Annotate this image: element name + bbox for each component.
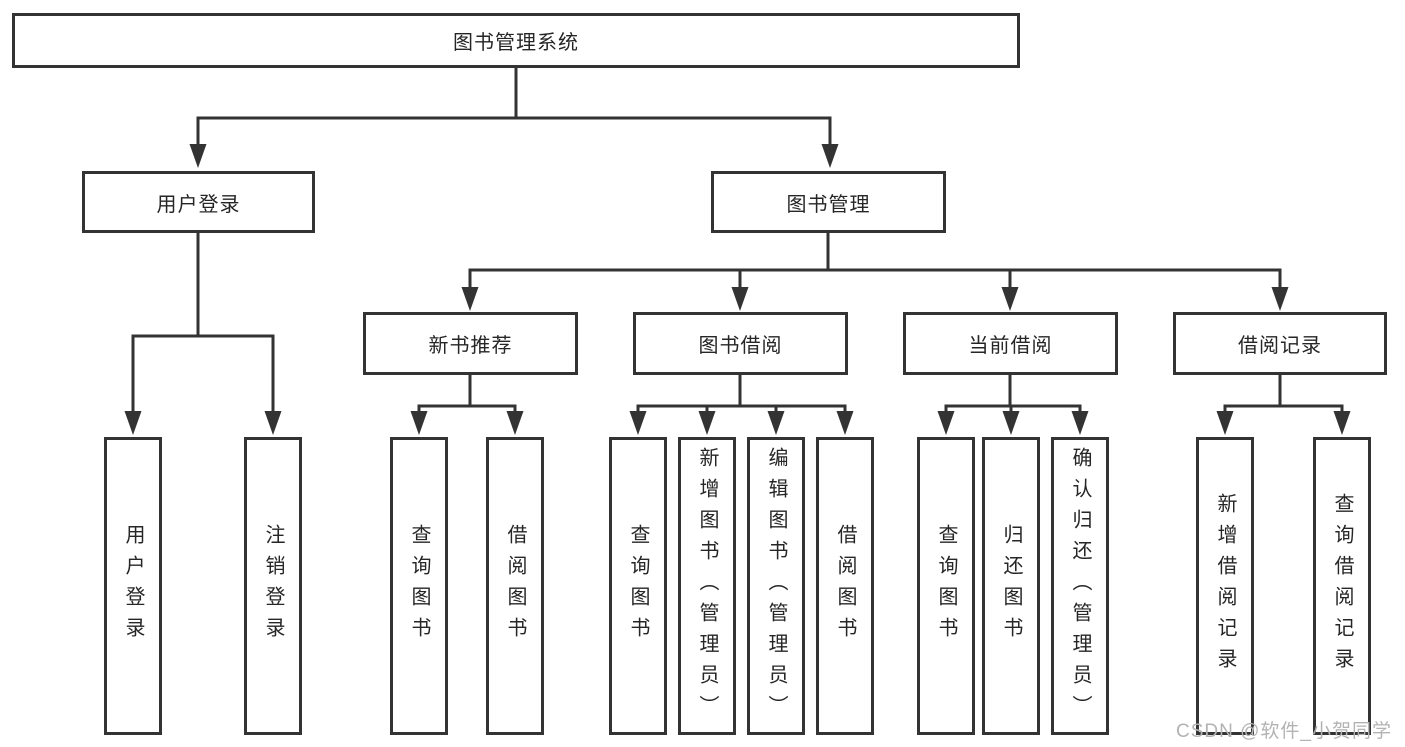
leaf-add-book-admin-label: 新增图书（管理员） (696, 446, 718, 726)
leaf-return-book: 归还图书 (982, 437, 1040, 735)
leaf-borrow-book-label: 借阅图书 (834, 524, 856, 648)
leaf-search-book-current: 查询图书 (917, 437, 975, 735)
arrow-down-icon (1271, 287, 1289, 311)
node-root-label: 图书管理系统 (453, 32, 579, 54)
leaf-add-book-admin: 新增图书（管理员） (678, 437, 736, 735)
node-current-borrowing-label: 当前借阅 (968, 335, 1053, 357)
leaf-logout: 注销登录 (244, 437, 302, 735)
leaf-edit-book-admin: 编辑图书（管理员） (747, 437, 805, 735)
node-book-borrowing-label: 图书借阅 (698, 335, 783, 357)
csdn-watermark: CSDN @软件_小贺同学 (1176, 721, 1392, 742)
arrow-down-icon (189, 144, 207, 168)
arrow-down-icon (731, 287, 749, 311)
leaf-user-login: 用户登录 (104, 437, 162, 735)
arrow-down-icon (821, 144, 839, 168)
connector-user-login-to-leaves (131, 233, 275, 413)
arrow-down-icon (1216, 411, 1234, 435)
arrowheads (124, 144, 1351, 435)
leaf-add-borrow-record: 新增借阅记录 (1196, 437, 1254, 735)
node-book-management: 图书管理 (711, 171, 946, 233)
connector-new-book-to-leaves (417, 375, 517, 413)
leaf-edit-book-admin-label: 编辑图书（管理员） (765, 446, 787, 726)
node-root: 图书管理系统 (12, 13, 1020, 68)
connector-root-to-level2 (196, 68, 832, 146)
leaf-search-book-recommend: 查询图书 (390, 437, 448, 735)
leaf-search-borrow-record: 查询借阅记录 (1313, 437, 1371, 735)
leaf-confirm-return-admin-label: 确认归还（管理员） (1069, 446, 1091, 726)
arrow-down-icon (629, 411, 647, 435)
connector-book-mgmt-to-level3 (468, 233, 1282, 289)
leaf-search-book-borrow-label: 查询图书 (627, 524, 649, 648)
connector-book-borrow-to-leaves (636, 375, 847, 413)
arrow-down-icon (124, 411, 142, 435)
leaf-search-book-borrow: 查询图书 (609, 437, 667, 735)
node-new-book-recommendation: 新书推荐 (363, 312, 578, 375)
arrow-down-icon (264, 411, 282, 435)
node-user-login-label: 用户登录 (156, 193, 241, 216)
node-user-login: 用户登录 (82, 171, 315, 233)
arrow-down-icon (1002, 411, 1020, 435)
arrow-down-icon (506, 411, 524, 435)
leaf-search-book-current-label: 查询图书 (935, 524, 957, 648)
node-book-borrowing: 图书借阅 (633, 312, 848, 375)
leaf-borrow-book-recommend: 借阅图书 (486, 437, 544, 735)
node-new-book-recommendation-label: 新书推荐 (428, 335, 513, 357)
node-borrowing-records-label: 借阅记录 (1238, 335, 1322, 357)
node-current-borrowing: 当前借阅 (903, 312, 1118, 375)
leaf-logout-label: 注销登录 (262, 524, 284, 648)
leaf-borrow-book: 借阅图书 (816, 437, 874, 735)
node-borrowing-records: 借阅记录 (1173, 312, 1387, 375)
arrow-down-icon (1071, 411, 1089, 435)
arrow-down-icon (836, 411, 854, 435)
arrow-down-icon (410, 411, 428, 435)
arrow-down-icon (1333, 411, 1351, 435)
connector-borrow-record-to-leaves (1223, 375, 1344, 413)
leaf-search-borrow-record-label: 查询借阅记录 (1331, 493, 1353, 679)
arrow-down-icon (767, 411, 785, 435)
leaf-user-login-label: 用户登录 (122, 524, 144, 648)
arrow-down-icon (1001, 287, 1019, 311)
node-book-management-label: 图书管理 (786, 193, 871, 216)
leaf-add-borrow-record-label: 新增借阅记录 (1214, 493, 1236, 679)
arrow-down-icon (698, 411, 716, 435)
leaf-search-book-recommend-label: 查询图书 (408, 524, 430, 648)
leaf-confirm-return-admin: 确认归还（管理员） (1051, 437, 1109, 735)
connector-current-borrow-to-leaves (944, 375, 1082, 413)
leaf-borrow-book-recommend-label: 借阅图书 (504, 524, 526, 648)
arrow-down-icon (461, 287, 479, 311)
arrow-down-icon (937, 411, 955, 435)
leaf-return-book-label: 归还图书 (1000, 524, 1022, 648)
